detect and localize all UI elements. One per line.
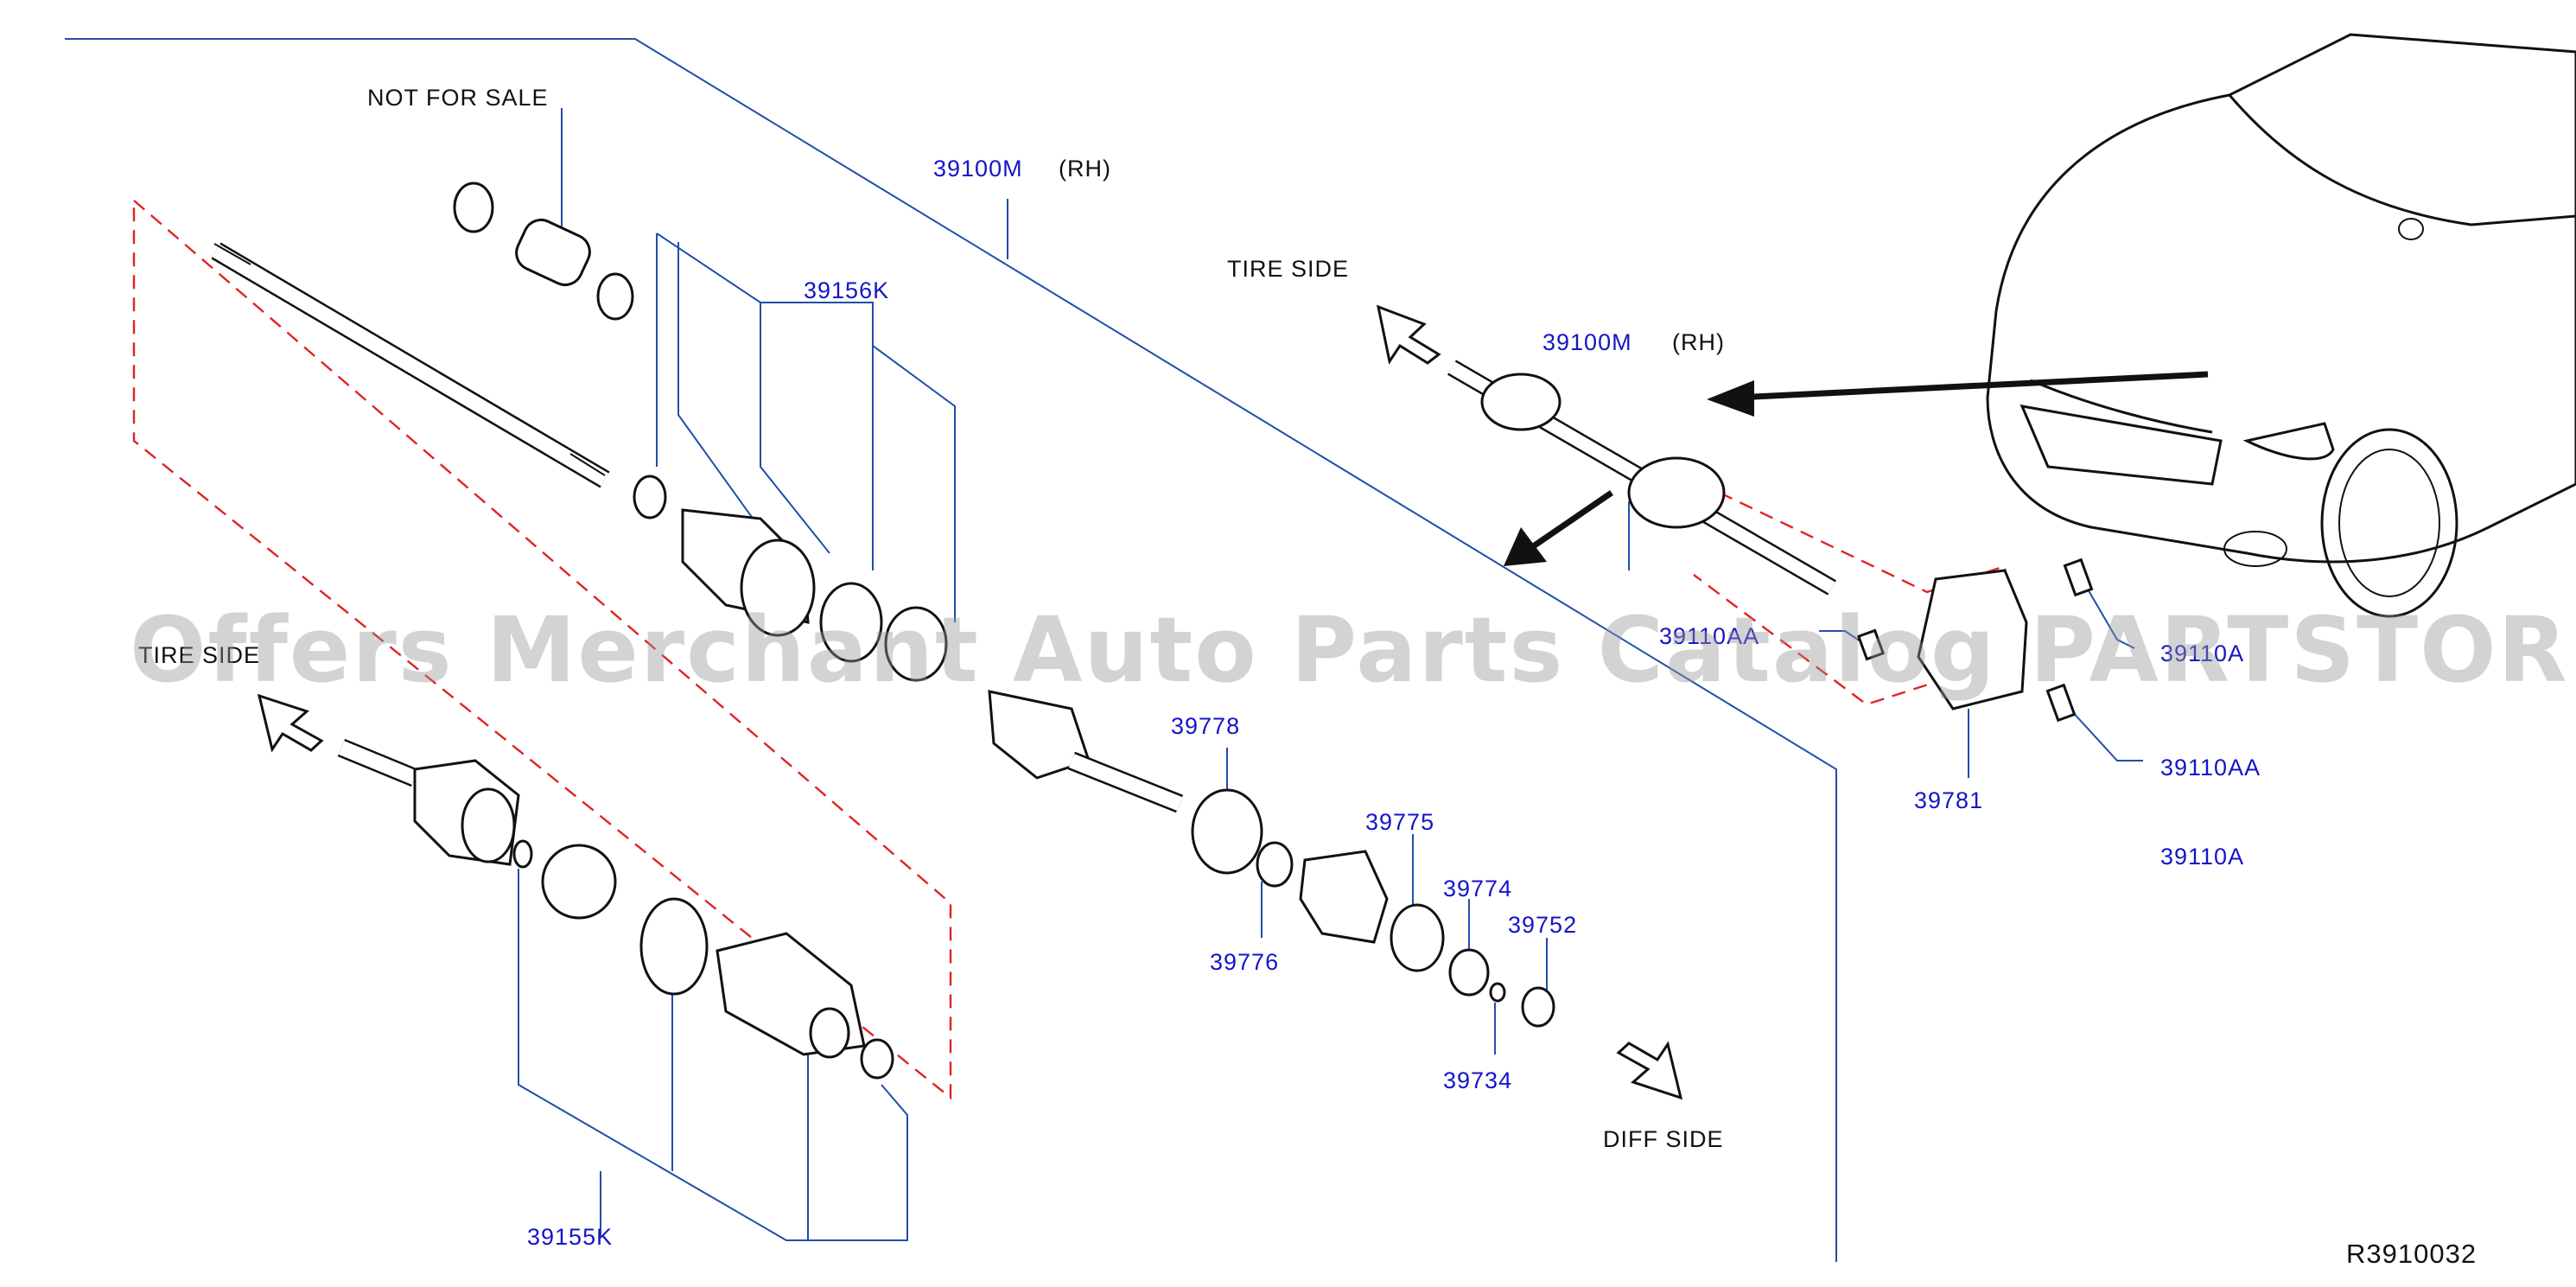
snap-ring — [512, 839, 533, 869]
pointer-arrow-shaft-head — [1504, 527, 1547, 566]
arrows — [257, 304, 2209, 1100]
lower-parts — [337, 738, 894, 1080]
boot-lower-neck — [809, 1007, 850, 1059]
part-39776[interactable]: 39776 — [1210, 949, 1280, 975]
upper-parts — [453, 182, 1184, 813]
rh-main-label: (RH) — [1059, 156, 1111, 182]
clamp-lower-b — [860, 1038, 894, 1080]
spline-b — [569, 453, 606, 476]
pointer-arrow-car-head — [1707, 380, 1754, 417]
dust-seal-39778 — [1191, 788, 1263, 875]
car-hood-line — [2228, 94, 2576, 226]
leader-lines — [65, 38, 2143, 1262]
ring-upper-a — [453, 182, 494, 233]
rh-inset-label: (RH) — [1672, 329, 1725, 355]
part-39155K[interactable]: 39155K — [527, 1224, 614, 1250]
inner-joint — [988, 690, 1091, 780]
outer-stub — [338, 741, 418, 785]
inset-outer-joint — [1480, 373, 1562, 431]
bolt-lower — [2045, 683, 2077, 723]
inset-axle-assembly — [1447, 360, 2094, 723]
ring-39776 — [1256, 841, 1294, 888]
part-39752[interactable]: 39752 — [1508, 912, 1578, 938]
nut-left — [1856, 628, 1886, 661]
car-grille-top — [2030, 379, 2213, 434]
clamp-lower-a — [639, 897, 709, 996]
car-front-wheel-rim — [2338, 449, 2440, 597]
bearing-housing — [1299, 850, 1389, 944]
part-39110AA-left[interactable]: 39110AA — [1659, 623, 1760, 649]
car-fog-light — [2223, 531, 2287, 567]
leader-39110AA-right — [2069, 708, 2143, 761]
ring-upper-b — [596, 272, 634, 321]
part-39774[interactable]: 39774 — [1443, 876, 1513, 902]
seal-39775 — [1390, 903, 1445, 972]
tire-side-left-label: TIRE SIDE — [138, 642, 261, 668]
diff-side-arrow-icon — [1616, 1041, 1683, 1100]
outer-cv-mouth — [461, 787, 516, 863]
bearing-parts — [1191, 788, 1555, 1028]
car-mirror — [2398, 218, 2424, 240]
bearing-39774 — [1448, 948, 1490, 997]
sleeve-upper — [515, 218, 591, 287]
part-39775[interactable]: 39775 — [1365, 809, 1435, 835]
diff-side-label: DIFF SIDE — [1603, 1126, 1724, 1152]
dashed-outline-shaft — [132, 198, 952, 1100]
axle-shaft — [211, 242, 610, 488]
leader-39110A-upper — [2086, 587, 2135, 649]
part-39100M-main[interactable]: 39100M — [933, 156, 1023, 182]
part-39110A-upper[interactable]: 39110A — [2160, 640, 2245, 666]
main-frame-line — [65, 38, 1837, 1262]
part-39100M-inset[interactable]: 39100M — [1542, 329, 1632, 355]
part-39781[interactable]: 39781 — [1914, 787, 1984, 813]
not-for-sale-label: NOT FOR SALE — [367, 85, 549, 111]
tripod-housing — [884, 606, 948, 682]
tire-side-upper-label: TIRE SIDE — [1227, 256, 1350, 282]
stub-shaft — [1068, 754, 1183, 811]
clamp-upper — [633, 475, 667, 519]
diagram-code: R3910032 — [2346, 1239, 2477, 1269]
boot-upper-mouth — [740, 538, 816, 637]
part-39110A-lower[interactable]: 39110A — [2160, 844, 2245, 870]
tire-side-arrow-upper-icon — [1376, 304, 1441, 365]
car-illustration — [1986, 33, 2576, 618]
snap-ring-39752 — [1521, 986, 1555, 1028]
dashed-boundaries — [132, 198, 2015, 1100]
leader-39156K-c — [760, 303, 830, 554]
shaft-body — [212, 244, 609, 487]
ring-39734 — [1489, 982, 1506, 1003]
support-bracket-39781 — [1917, 569, 2028, 710]
inset-inner-joint — [1627, 456, 1726, 529]
part-39156K[interactable]: 39156K — [804, 277, 890, 303]
leader-39156K-b — [677, 242, 779, 554]
bracket-39155K — [518, 869, 908, 1241]
dashed-outline-inset — [1693, 491, 2015, 706]
car-front-wheel — [2320, 428, 2458, 618]
spline-a — [213, 243, 251, 265]
part-39110AA-right[interactable]: 39110AA — [2160, 755, 2261, 780]
bracket-39156K — [656, 233, 956, 622]
inner-race — [541, 844, 617, 920]
part-39778[interactable]: 39778 — [1171, 713, 1241, 739]
bolt-upper — [2063, 557, 2094, 597]
car-headlight — [2242, 422, 2335, 461]
car-body-outline — [1986, 33, 2576, 564]
watermark-text: Offers Merchant Auto Parts Catalog PARTS… — [130, 597, 2576, 703]
pointer-arrow-shaft — [1528, 490, 1613, 551]
band-upper — [819, 582, 883, 663]
car-grille — [2019, 405, 2223, 486]
part-39734[interactable]: 39734 — [1443, 1067, 1513, 1093]
pointer-arrow-car — [1736, 371, 2209, 401]
tire-side-arrow-left-icon — [257, 693, 324, 753]
